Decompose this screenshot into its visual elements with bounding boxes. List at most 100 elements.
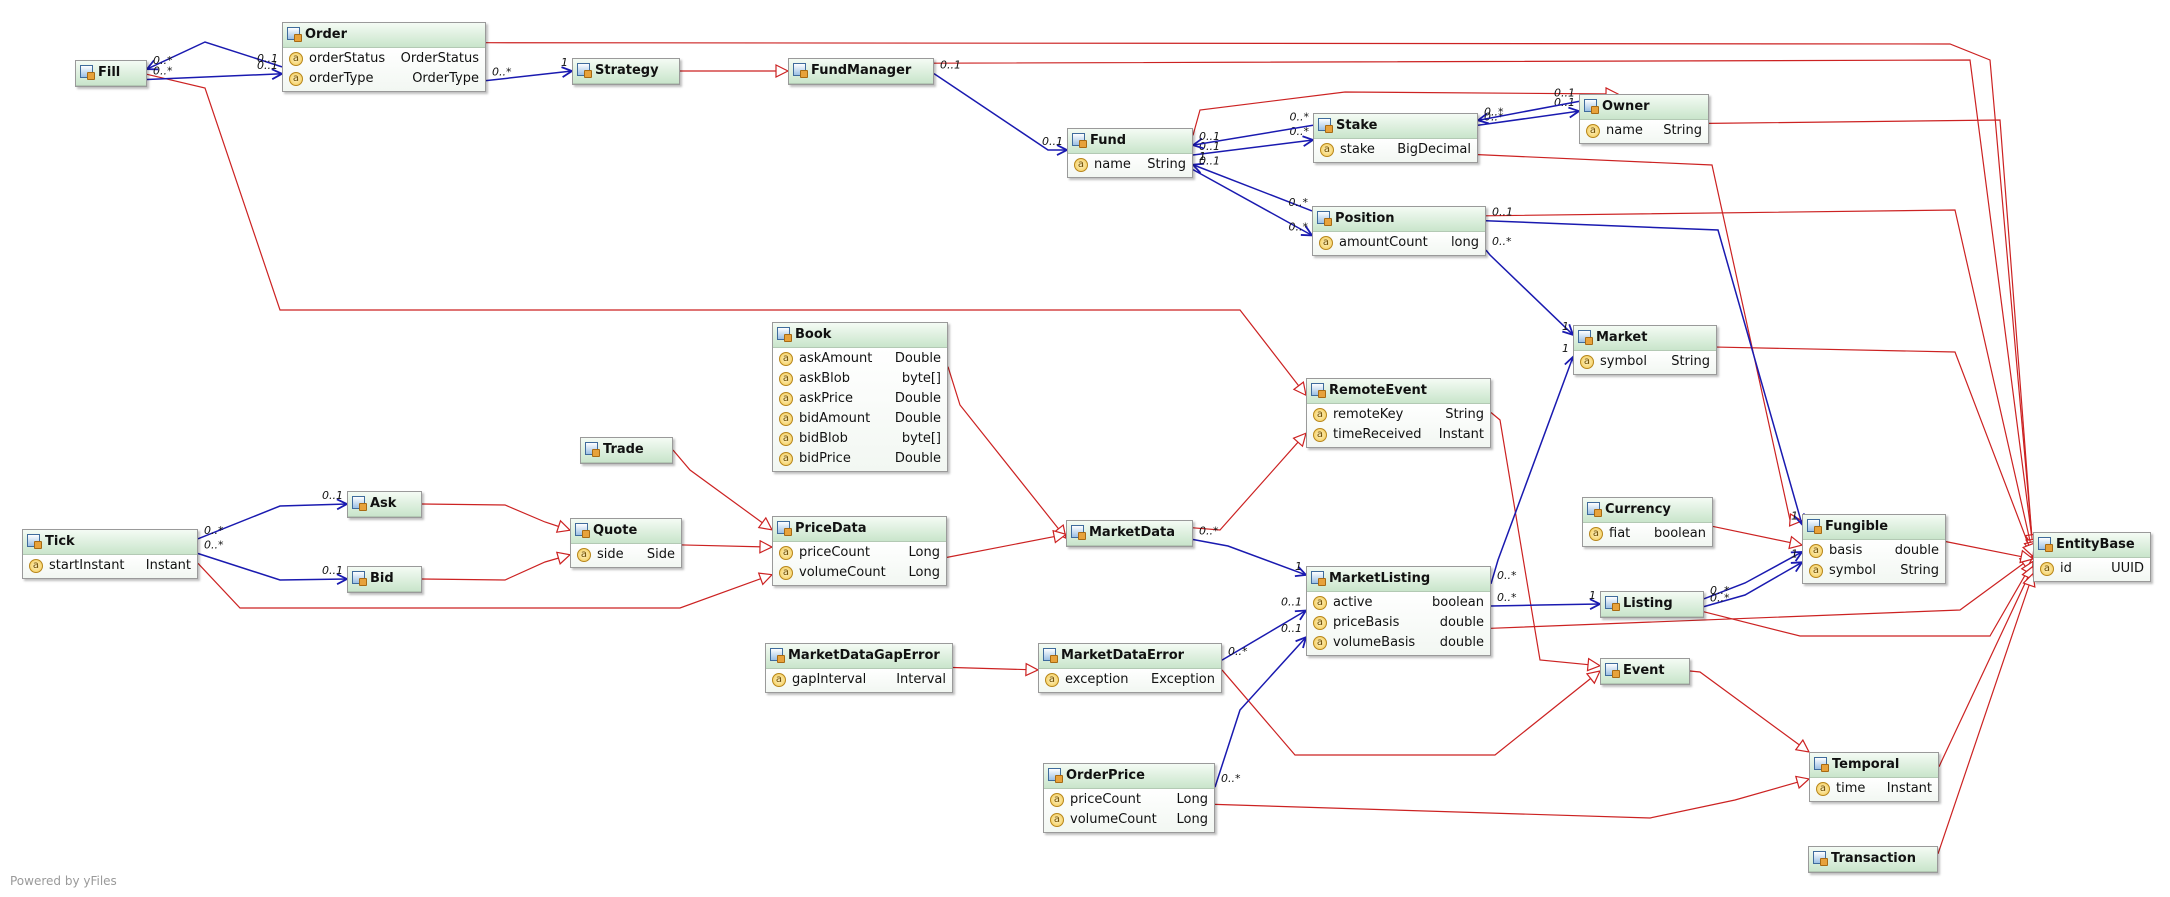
generalization-temporal-to-entitybase[interactable]	[1938, 566, 2033, 767]
association-fund-to-position[interactable]	[1192, 168, 1312, 236]
generalization-market-to-entitybase[interactable]	[1716, 346, 2033, 556]
association-position-to-fund[interactable]	[1193, 165, 1313, 212]
generalization-ask-to-quote[interactable]	[421, 503, 570, 530]
attribute-type: Double	[894, 411, 941, 426]
association-order-to-fill[interactable]	[147, 41, 283, 69]
generalization-book-to-marketdata[interactable]	[947, 366, 1066, 539]
association-fill-to-order[interactable]	[146, 74, 282, 81]
association-listing-to-fungible[interactable]	[1703, 562, 1802, 608]
multiplicity-label: 0..1	[257, 59, 278, 72]
class-trade[interactable]: Trade	[580, 437, 673, 464]
association-owner-to-stake[interactable]	[1478, 100, 1580, 120]
association-order-to-strategy[interactable]	[485, 71, 572, 82]
generalization-fundmanager-to-entitybase[interactable]	[933, 59, 2033, 547]
generalization-order-to-entitybase[interactable]	[485, 42, 2033, 549]
class-name: Event	[1623, 663, 1665, 678]
generalization-remoteevent-to-event[interactable]	[1490, 412, 1600, 666]
generalization-listing-to-entitybase[interactable]	[1703, 561, 2033, 637]
generalization-marketdataerror-to-event[interactable]	[1221, 669, 1600, 756]
generalization-quote-to-pricedata[interactable]	[681, 545, 772, 547]
class-icon	[577, 63, 592, 78]
class-strategy[interactable]: Strategy	[572, 58, 680, 85]
association-position-to-market[interactable]	[1485, 249, 1573, 335]
generalization-transaction-to-entitybase[interactable]	[1937, 574, 2033, 854]
association-stake-to-owner[interactable]	[1477, 111, 1579, 126]
class-bid[interactable]: Bid	[347, 566, 422, 593]
attribute-icon: a	[1809, 564, 1823, 578]
attribute-icon: a	[772, 673, 786, 687]
generalization-currency-to-fungible[interactable]	[1712, 525, 1802, 545]
association-marketlisting-to-listing[interactable]	[1490, 604, 1600, 606]
class-name: Listing	[1623, 596, 1673, 611]
class-transaction[interactable]: Transaction	[1808, 846, 1938, 873]
class-fill[interactable]: Fill	[75, 60, 147, 87]
association-position-to-fungible[interactable]	[1485, 219, 1802, 525]
association-marketdataerror-to-marketlisting[interactable]	[1221, 611, 1306, 661]
class-name: Temporal	[1832, 757, 1900, 772]
association-marketlisting-to-market[interactable]	[1490, 357, 1573, 585]
generalization-owner-to-entitybase[interactable]	[1708, 119, 2033, 552]
generalization-bid-to-quote[interactable]	[421, 555, 570, 581]
attribute-icon: a	[779, 546, 793, 560]
generalization-orderprice-to-temporal[interactable]	[1214, 779, 1809, 819]
association-fund-to-stake[interactable]	[1192, 140, 1313, 156]
generalization-event-to-temporal[interactable]	[1689, 670, 1809, 752]
class-event[interactable]: Event	[1600, 658, 1690, 685]
generalization-pricedata-to-marketdata[interactable]	[946, 534, 1066, 558]
generalization-marketdatagaperror-to-marketdataerror[interactable]	[952, 668, 1038, 670]
association-tick-to-bid[interactable]	[197, 552, 347, 581]
class-ask[interactable]: Ask	[347, 491, 422, 518]
class-market-data[interactable]: MarketData	[1066, 520, 1193, 547]
generalization-position-to-entitybase[interactable]	[1485, 209, 2033, 554]
generalization-fund-to-owner[interactable]	[1192, 92, 1618, 136]
generalization-marketdata-to-remoteevent[interactable]	[1192, 433, 1306, 531]
association-stake-to-fund[interactable]	[1193, 124, 1314, 145]
attribute-name: time	[1836, 781, 1866, 796]
association-fundmanager-to-fund[interactable]	[933, 72, 1067, 150]
generalization-fill-to-remoteevent[interactable]	[146, 73, 1306, 395]
class-header: Fund	[1068, 129, 1192, 154]
association-listing-to-fungible[interactable]	[1703, 552, 1802, 600]
attribute-icon: a	[779, 566, 793, 580]
generalization-tick-to-pricedata[interactable]	[197, 562, 772, 609]
generalization-marketlisting-to-entitybase[interactable]	[1490, 557, 2033, 629]
association-marketdata-to-marketlisting[interactable]	[1192, 538, 1306, 575]
generalization-trade-to-pricedata[interactable]	[672, 449, 772, 530]
association-tick-to-ask[interactable]	[197, 504, 347, 540]
attribute-name: name	[1606, 123, 1643, 138]
generalization-fungible-to-entitybase[interactable]	[1945, 541, 2033, 559]
class-fund-manager[interactable]: FundManager	[788, 58, 934, 85]
attribute-type: UUID	[2111, 561, 2144, 576]
association-orderprice-to-marketlisting[interactable]	[1214, 637, 1306, 788]
attribute-name: name	[1094, 157, 1131, 172]
class-listing[interactable]: Listing	[1600, 591, 1704, 618]
